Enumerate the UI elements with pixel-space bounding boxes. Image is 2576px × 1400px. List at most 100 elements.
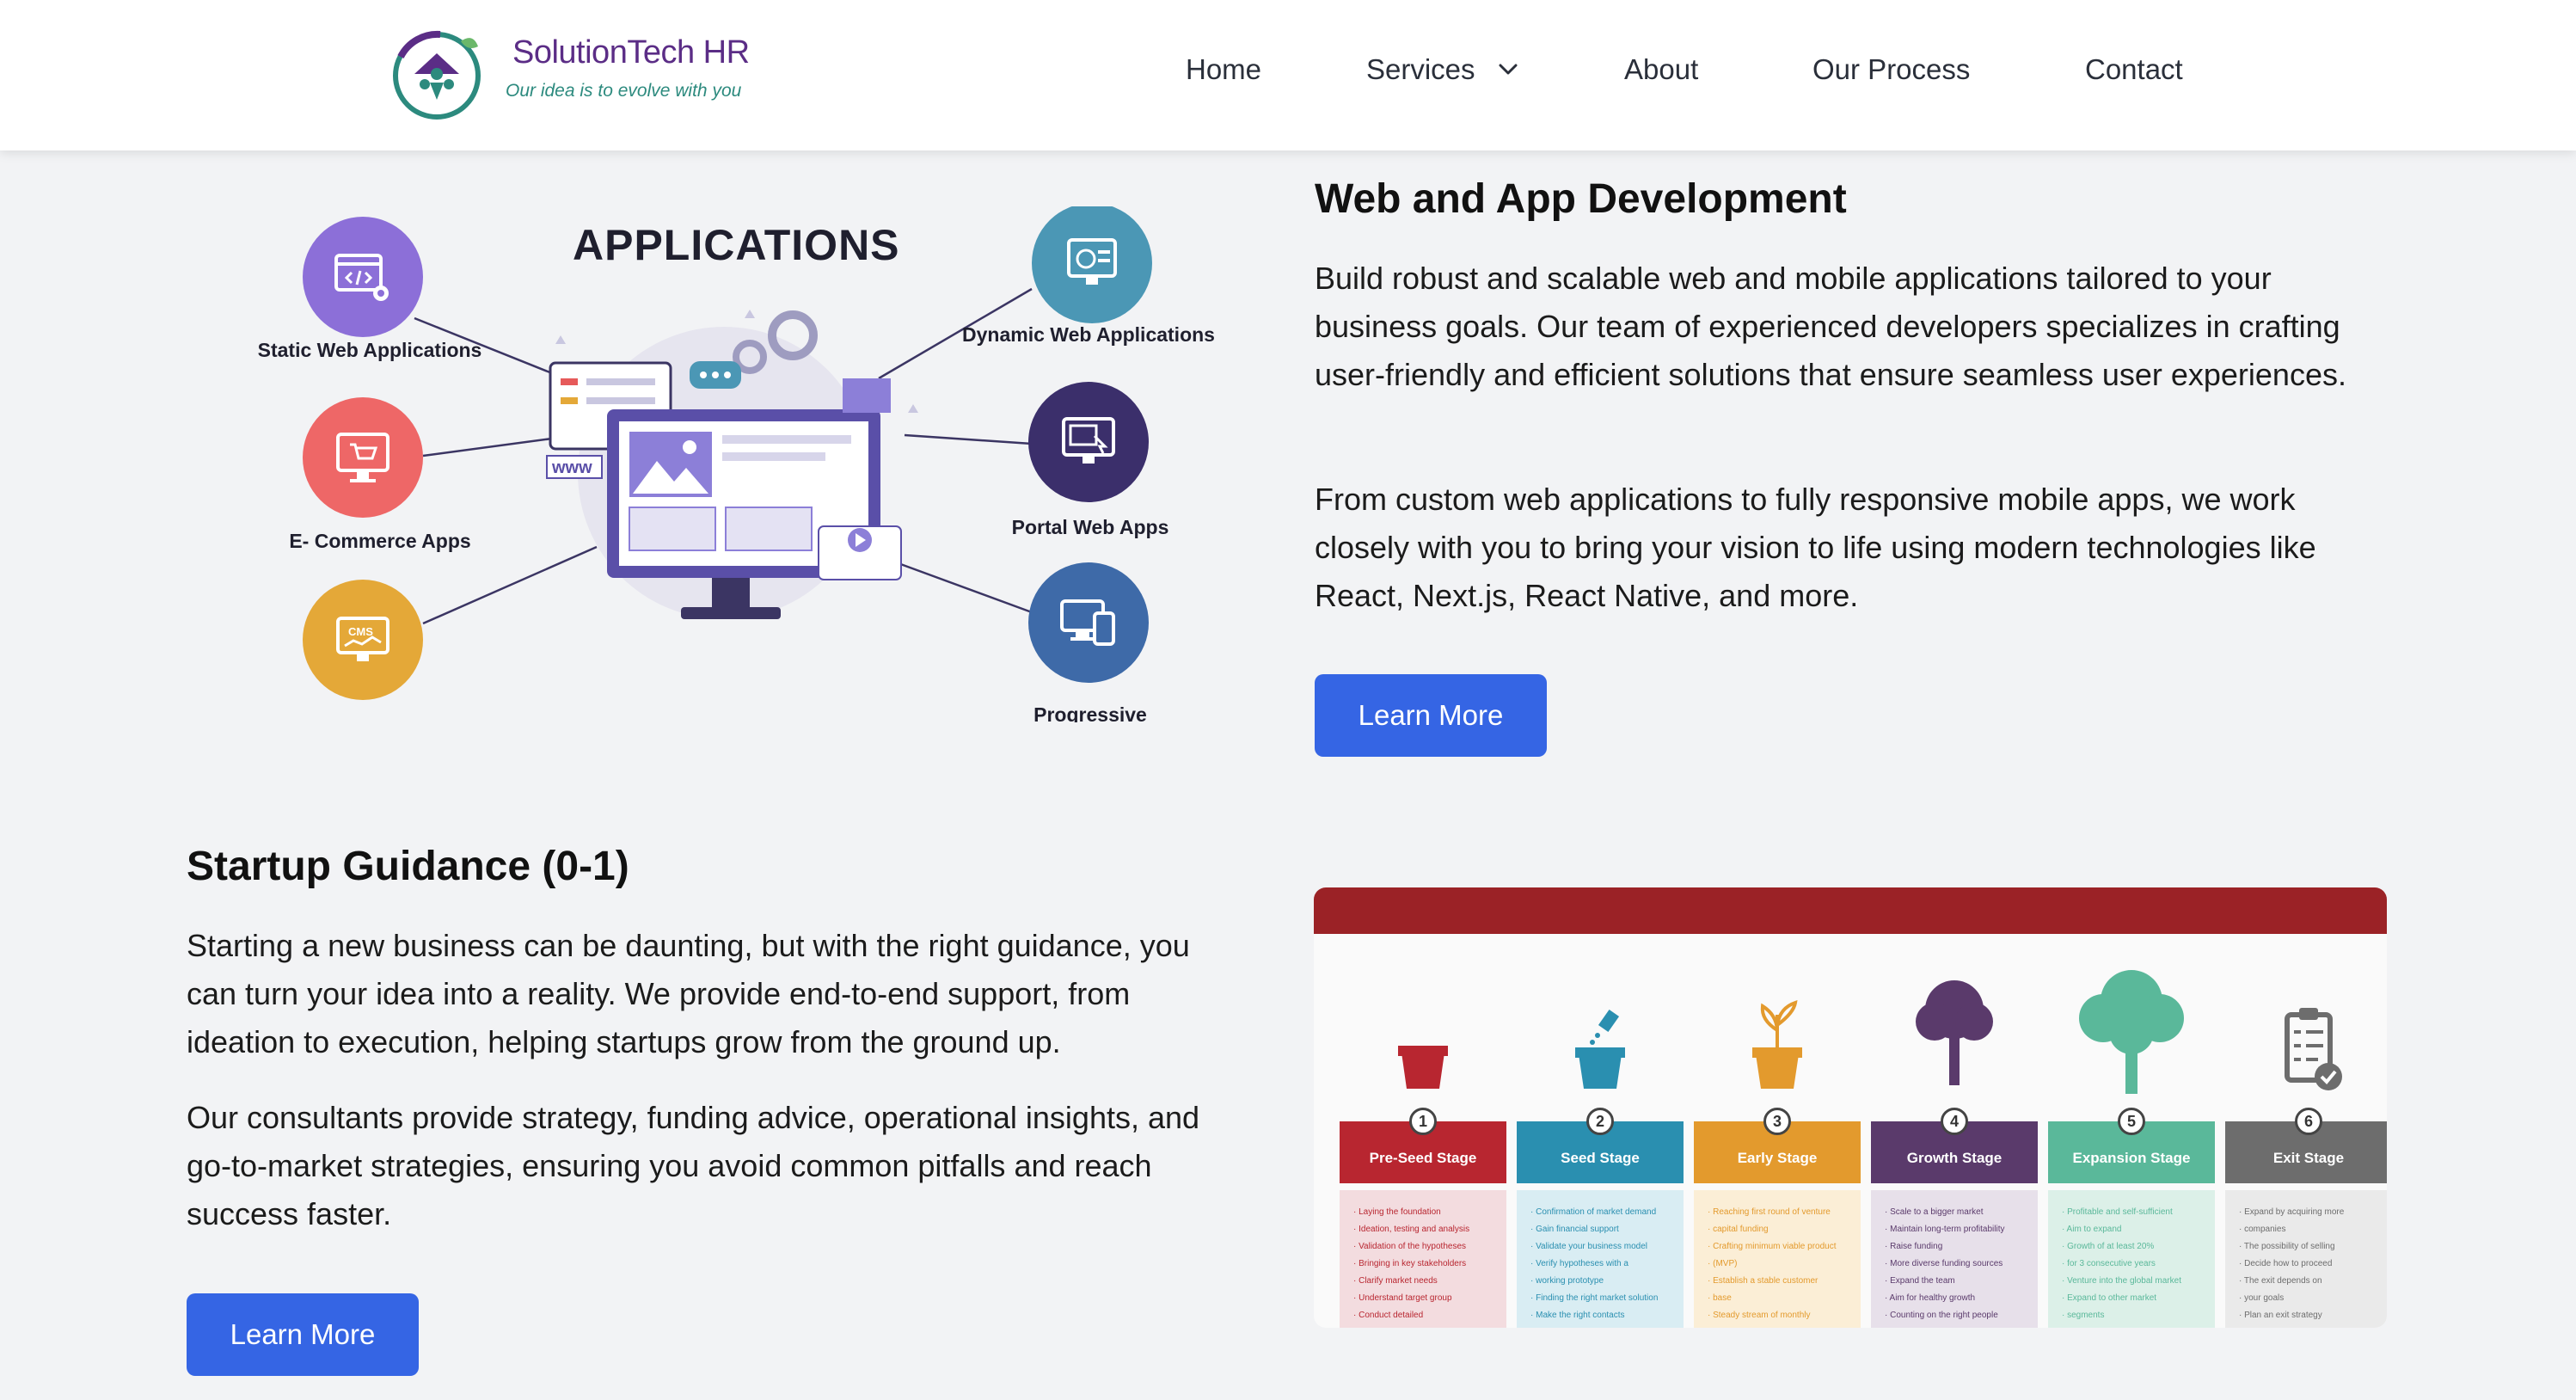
- stage-points: · Expand by acquiring more· companies· T…: [2225, 1190, 2387, 1328]
- code-window-icon: [303, 217, 423, 337]
- stage-point: · Understand target group: [1353, 1293, 1452, 1303]
- svg-text:CMS: CMS: [348, 625, 373, 638]
- stage-point: · The possibility of selling: [2239, 1242, 2335, 1251]
- seed-pot-icon: [1575, 1009, 1625, 1089]
- stage-point: · segments: [2062, 1311, 2105, 1320]
- stages-banner: [1314, 887, 2387, 934]
- applications-infographic: www APPLICATIONS Static Web Applications…: [199, 206, 1214, 722]
- stage-point: · Expand to other market: [2062, 1293, 2157, 1303]
- sprout-pot-icon: [1752, 1000, 1802, 1089]
- web-app-learn-more-button[interactable]: Learn More: [1315, 674, 1547, 757]
- nav-our-process[interactable]: Our Process: [1812, 53, 1971, 85]
- nav-about[interactable]: About: [1624, 53, 1699, 85]
- stage-number-badge: 5: [2118, 1108, 2145, 1135]
- stage-point: · working prototype: [1530, 1276, 1604, 1286]
- stage-point: · your goals: [2239, 1293, 2285, 1303]
- stage-point: · Reaching first round of venture: [1708, 1207, 1831, 1217]
- stage-point: · Validate your business model: [1530, 1242, 1647, 1251]
- dynamic-web-icon: [1032, 206, 1152, 323]
- stage-point: · Scale to a bigger market: [1885, 1207, 1984, 1217]
- stage-points: · Scale to a bigger market · Maintain lon…: [1871, 1190, 2038, 1328]
- stage-points: · Profitable and self-sufficient · Aim to…: [2048, 1190, 2215, 1328]
- infographic-connectors: www: [414, 287, 1033, 625]
- empty-pot-icon: [1398, 1046, 1448, 1089]
- stage-point: · Bringing in key stakeholders: [1353, 1259, 1467, 1268]
- devices-icon: [1028, 562, 1149, 683]
- stage-point: · Laying the foundation: [1353, 1207, 1441, 1217]
- stage-point: · Consider acquisitions to: [2062, 1324, 2206, 1328]
- stage-point: · Raise funding: [1885, 1242, 1943, 1251]
- site-header: SolutionTech HR Our idea is to evolve wi…: [0, 0, 2576, 150]
- stage-point: · Aim to expand: [2062, 1225, 2122, 1234]
- stage-number-badge: 2: [1586, 1108, 1614, 1135]
- stage-point: · The exit depends on: [2239, 1276, 2322, 1286]
- stage-point: · Validation of the hypotheses: [1353, 1242, 1467, 1251]
- nav-services[interactable]: Services: [1366, 53, 1475, 85]
- stage-points: · Reaching first round of venture · capit…: [1694, 1190, 1861, 1328]
- stage-point: · revenue: [1708, 1324, 1852, 1328]
- stage-point: · capital funding: [1708, 1225, 1769, 1234]
- stage-point: · Finding the right market solution: [1530, 1293, 1659, 1303]
- stage-number-badge: 4: [1941, 1108, 1968, 1135]
- stage-point: · Confirmation of market demand: [1530, 1207, 1657, 1217]
- small-tree-icon: [1916, 980, 1993, 1085]
- app-label-portal: Portal Web Apps: [1011, 516, 1169, 538]
- stage-point: · More diverse funding sources: [1885, 1259, 2003, 1268]
- stage-point: · Conduct detailed: [1353, 1311, 1424, 1320]
- stage-point: · Profitable and self-sufficient: [2062, 1207, 2173, 1217]
- logo-name: SolutionTech HR: [512, 34, 750, 71]
- stage-point: · Aim for healthy growth: [1885, 1293, 1976, 1303]
- stage-point: · Steady stream of monthly: [1708, 1311, 1811, 1320]
- app-label-static: Static Web Applications: [257, 339, 482, 361]
- stage-point: · Clarify market needs: [1353, 1276, 1438, 1286]
- stage-point: · Expand by acquiring more: [2239, 1207, 2345, 1217]
- infographic-title: APPLICATIONS: [573, 221, 900, 269]
- startup-learn-more-button[interactable]: Learn More: [187, 1293, 419, 1376]
- web-app-title: Web and App Development: [1315, 176, 1847, 222]
- stage-point: · Counting on the right people: [1885, 1311, 1998, 1320]
- stage-point: · for 3 consecutive years: [2062, 1259, 2156, 1268]
- stage-point: · Verify hypotheses with a: [1530, 1259, 1628, 1268]
- stage-point: · base: [1708, 1293, 1732, 1303]
- stage-point: · Gain financial support: [1530, 1225, 1619, 1234]
- stage-point: · Get support of a good team: [2239, 1324, 2383, 1328]
- web-app-paragraph-1: Build robust and scalable web and mobile…: [1315, 261, 2346, 392]
- web-app-paragraph-2: From custom web applications to fully re…: [1315, 482, 2316, 613]
- stage-point: · Maintain long-term profitability: [1885, 1225, 2005, 1234]
- stage-point: · Growth of at least 20%: [2062, 1242, 2155, 1251]
- portal-screen-icon: [1028, 382, 1149, 502]
- chevron-down-icon[interactable]: [1499, 64, 1518, 76]
- stage-point: · Make the right contacts: [1530, 1311, 1625, 1320]
- stage-number-badge: 6: [2295, 1108, 2322, 1135]
- shop-screen-icon: [303, 397, 423, 518]
- stage-point: · Plan an exit strategy: [2239, 1311, 2322, 1320]
- big-tree-icon: [2079, 970, 2184, 1094]
- cms-screen-icon: CMS: [303, 580, 423, 700]
- stage-point: · Venture into the global market: [2062, 1276, 2181, 1286]
- nav-contact[interactable]: Contact: [2085, 53, 2183, 85]
- stage-number-badge: 1: [1409, 1108, 1437, 1135]
- app-label-progressive: Progressive: [1033, 703, 1147, 722]
- stage-point: · Crafting minimum viable product: [1708, 1242, 1837, 1251]
- logo-mark-icon: [393, 30, 481, 120]
- startup-paragraph-1: Starting a new business can be daunting,…: [187, 928, 1190, 1059]
- checklist-icon: [2285, 1008, 2342, 1090]
- stage-points: · Confirmation of market demand · Gain fi…: [1517, 1190, 1684, 1328]
- logo[interactable]: SolutionTech HR Our idea is to evolve wi…: [389, 22, 760, 122]
- svg-text:www: www: [551, 458, 592, 477]
- stage-point: · Establish a stable customer: [1708, 1276, 1819, 1286]
- startup-title: Startup Guidance (0-1): [187, 844, 629, 889]
- stage-point: · Decide how to proceed: [2239, 1259, 2333, 1268]
- nav-home[interactable]: Home: [1186, 53, 1262, 85]
- logo-tagline: Our idea is to evolve with you: [506, 81, 742, 101]
- app-label-ecommerce: E- Commerce Apps: [289, 530, 471, 552]
- startup-paragraph-2: Our consultants provide strategy, fundin…: [187, 1100, 1200, 1231]
- stage-points: · Laying the foundation· Ideation, testi…: [1340, 1190, 1506, 1328]
- stage-point: · Expand the team: [1885, 1276, 1955, 1286]
